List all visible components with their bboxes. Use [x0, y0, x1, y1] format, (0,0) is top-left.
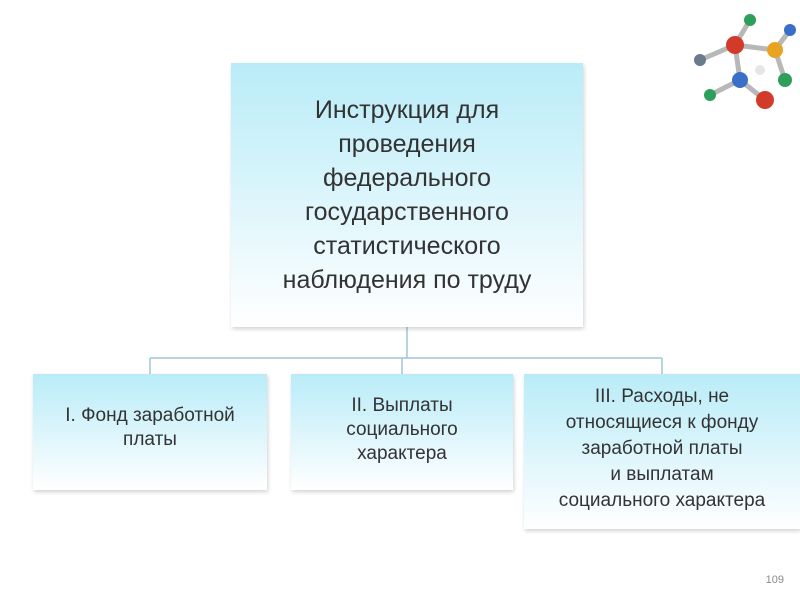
child-node-3-label: III. Расходы, не относящиеся к фонду зар… — [558, 386, 766, 511]
child-node-2-label: II. Выплаты социального характера — [346, 395, 458, 464]
molecule-icon — [694, 14, 796, 109]
child-node-3: III. Расходы, не относящиеся к фонду зар… — [524, 374, 800, 529]
root-node-label: Инструкция для проведения федерального г… — [282, 96, 532, 294]
root-node: Инструкция для проведения федерального г… — [231, 63, 583, 327]
child-node-1-label: I. Фонд заработной платы — [65, 405, 235, 450]
child-node-2: II. Выплаты социального характера — [291, 374, 513, 490]
child-node-1: I. Фонд заработной платы — [33, 374, 267, 490]
page-number: 109 — [765, 574, 784, 586]
